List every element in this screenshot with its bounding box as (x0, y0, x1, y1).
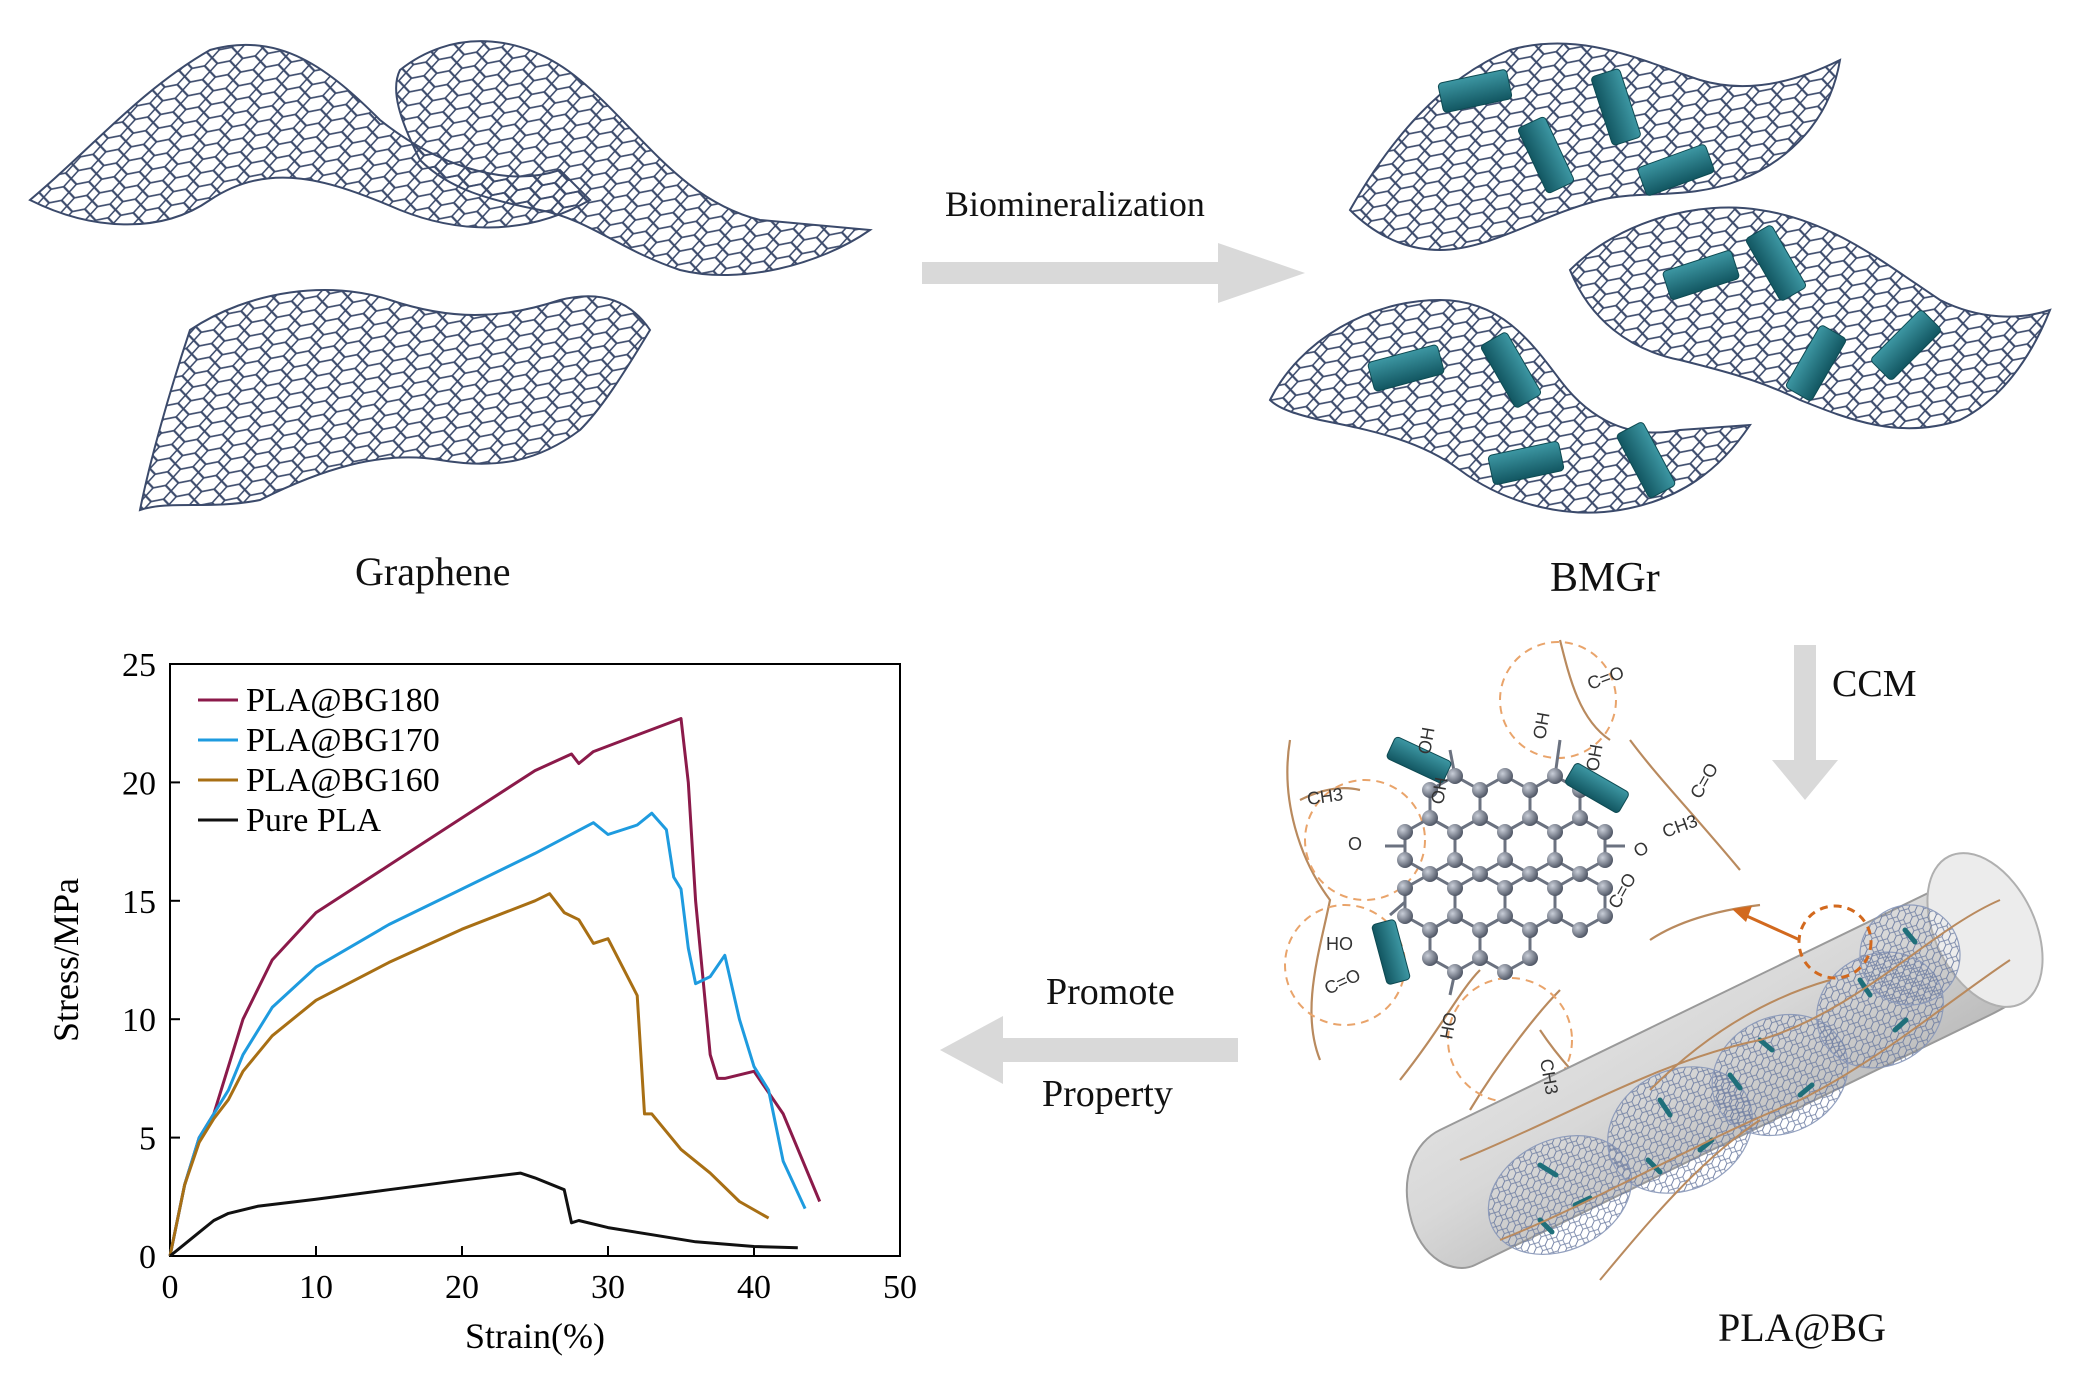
y-tick-label: 10 (122, 1002, 156, 1039)
y-axis-ticks: 0 5 10 15 20 25 (122, 647, 180, 1276)
legend-label-1: PLA@BG180 (246, 682, 440, 719)
group-ch3-2: CH3 (1660, 811, 1701, 842)
group-co-3: C=O (1604, 870, 1640, 912)
x-tick-label: 30 (591, 1269, 625, 1306)
plabg-cylinder (1405, 852, 2044, 1281)
group-co-1: C=O (1585, 662, 1627, 694)
group-oh-2: OH (1529, 711, 1553, 741)
legend-label-4: Pure PLA (246, 802, 382, 839)
y-tick-label: 15 (122, 884, 156, 921)
property-label: Property (1042, 1073, 1173, 1115)
x-axis-label: Strain(%) (465, 1316, 605, 1356)
y-tick-label: 0 (139, 1239, 156, 1276)
promote-property-arrow (940, 1016, 1238, 1084)
group-ho-1: HO (1326, 934, 1353, 954)
group-co-4: C=O (1686, 760, 1722, 802)
group-oh-1: OH (1414, 726, 1438, 756)
graphene-label: Graphene (355, 549, 511, 594)
plot-frame (169, 663, 901, 1257)
x-tick-label: 40 (737, 1269, 771, 1306)
promote-label: Promote (1046, 971, 1175, 1013)
y-axis-label: Stress/MPa (46, 878, 86, 1042)
series-lines (168, 717, 822, 1258)
group-ho-2: HO (1436, 1011, 1460, 1041)
group-oh-3: OH (1582, 743, 1606, 773)
group-o-1: O (1348, 834, 1362, 854)
graphene-sheets (28, 40, 873, 512)
series-line-2 (168, 811, 807, 1257)
y-tick-label: 5 (139, 1121, 156, 1158)
group-o-2: O (1630, 837, 1652, 861)
series-line-3 (168, 892, 770, 1257)
x-tick-label: 20 (445, 1269, 479, 1306)
stress-strain-chart: 0 10 20 30 40 50 0 5 10 15 20 25 PLA@BG180PLA@BG17… (46, 647, 917, 1356)
plabg-label: PLA@BG (1718, 1305, 1886, 1350)
bmgr-label: BMGr (1550, 555, 1660, 601)
legend-label-2: PLA@BG170 (246, 722, 440, 759)
x-tick-label: 50 (883, 1269, 917, 1306)
y-tick-label: 20 (122, 765, 156, 802)
x-axis-ticks: 0 10 20 30 40 50 (162, 1246, 917, 1306)
group-co-2: C=O (1321, 965, 1363, 999)
ccm-label: CCM (1832, 663, 1917, 705)
bmgr-sheets (1268, 42, 2052, 514)
series-line-1 (168, 717, 822, 1257)
molecular-scheme (1284, 639, 1801, 1111)
x-tick-label: 0 (162, 1269, 179, 1306)
group-oh-4: OH (1427, 776, 1451, 806)
ccm-arrow (1772, 645, 1838, 800)
biomineralization-arrow (922, 243, 1305, 303)
group-ch3-1: CH3 (1306, 784, 1344, 809)
x-tick-label: 10 (299, 1269, 333, 1306)
series-line-4 (169, 1171, 798, 1258)
y-tick-label: 25 (122, 647, 156, 684)
biomineralization-label: Biomineralization (945, 184, 1205, 224)
legend-label-3: PLA@BG160 (246, 762, 440, 799)
